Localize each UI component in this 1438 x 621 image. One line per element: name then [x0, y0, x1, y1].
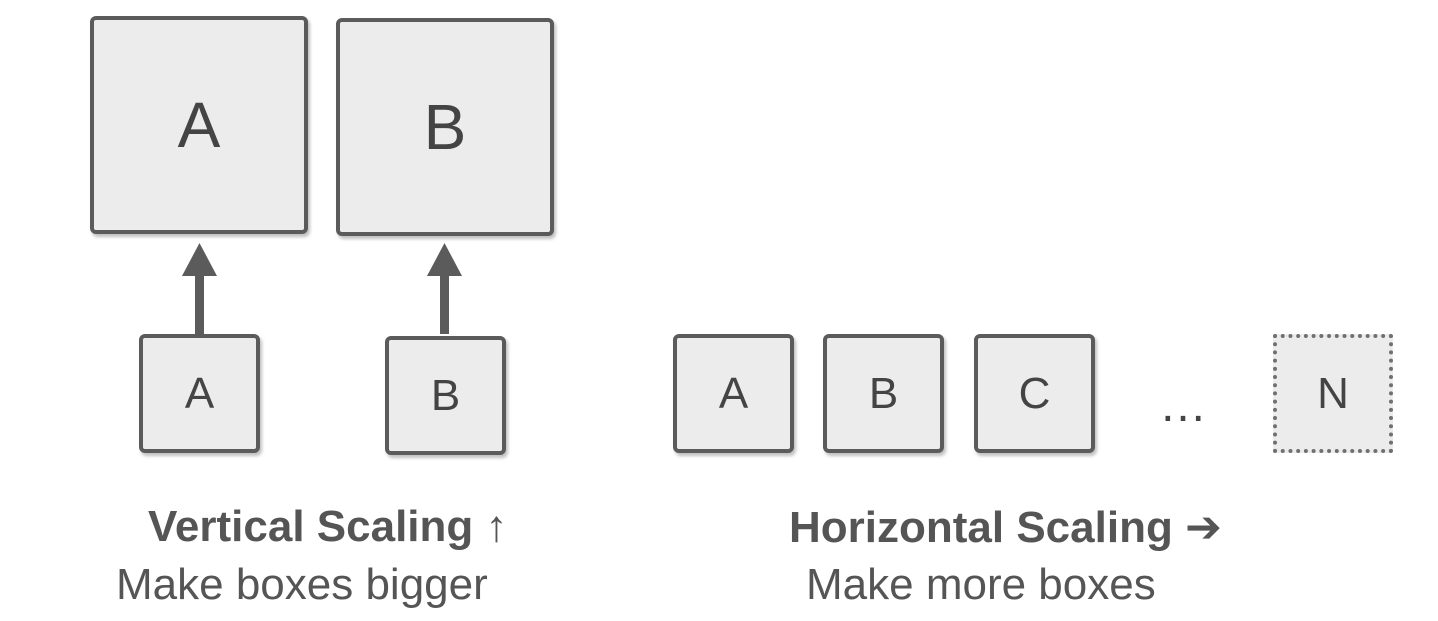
- box-b: B: [823, 334, 944, 453]
- arrow-up-icon-b: [427, 243, 462, 334]
- ellipsis: …: [1159, 379, 1211, 432]
- arrow-up-icon-a: [182, 243, 217, 334]
- big-box-a: A: [90, 16, 308, 234]
- box-a: A: [673, 334, 794, 453]
- vertical-scaling-title: Vertical Scaling ↑: [148, 502, 508, 551]
- big-box-b: B: [336, 18, 554, 236]
- small-box-b: B: [385, 336, 506, 455]
- horizontal-scaling-title: Horizontal Scaling ➔: [789, 503, 1222, 552]
- box-c: C: [974, 334, 1095, 453]
- vertical-scaling-subtitle: Make boxes bigger: [116, 560, 488, 609]
- box-n-placeholder: N: [1273, 334, 1393, 453]
- small-box-a: A: [139, 334, 260, 453]
- horizontal-scaling-subtitle: Make more boxes: [806, 560, 1156, 609]
